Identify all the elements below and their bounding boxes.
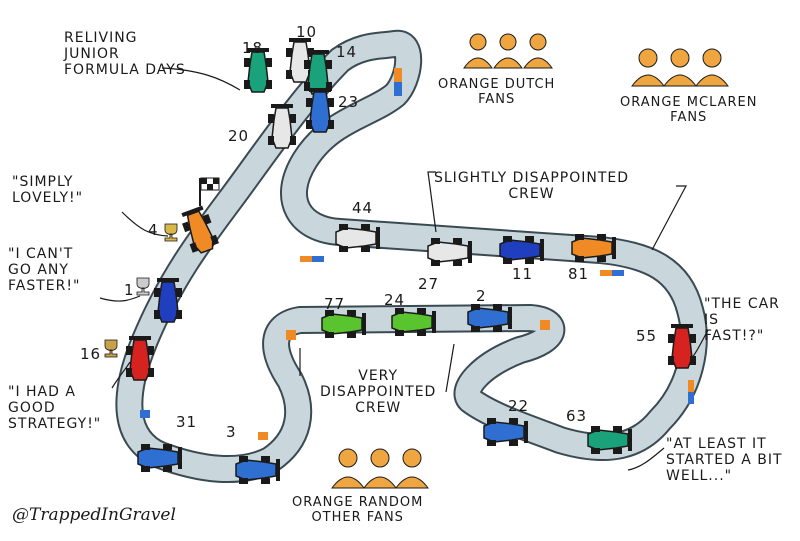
car-number-label: 16 — [80, 345, 102, 363]
fan-group-dutch — [463, 33, 553, 69]
car-number-label: 63 — [566, 407, 588, 425]
car-20 — [268, 104, 296, 149]
car-number-label: 44 — [352, 199, 374, 217]
car-77 — [321, 310, 366, 338]
car-63 — [587, 426, 632, 454]
crew-note-slightly: SLIGHTLY DISAPPOINTED CREW — [434, 170, 630, 203]
fan-group-mclaren — [631, 48, 729, 87]
car-number-label: 20 — [228, 127, 250, 145]
car-22 — [483, 418, 528, 446]
fan-label-dutch: ORANGE DUTCH FANS — [438, 77, 556, 107]
checkered-flag-icon — [199, 177, 220, 206]
title-note: RELIVING JUNIOR FORMULA DAYS — [64, 30, 186, 79]
car-number-label: 18 — [242, 39, 264, 57]
quote-car-is-fast: "THE CAR IS FAST!?" — [704, 296, 780, 345]
signature: @TrappedInGravel — [12, 505, 176, 525]
car-number-label: 77 — [324, 295, 346, 313]
car-2 — [467, 304, 512, 332]
car-11 — [499, 236, 544, 264]
car-number-label: 22 — [508, 397, 530, 415]
crew-note-very: VERY DISAPPOINTED CREW — [320, 368, 437, 417]
car-4 — [181, 205, 219, 254]
car-number-label: 23 — [338, 93, 360, 111]
car-number-label: 14 — [336, 43, 358, 61]
fan-group-other — [331, 448, 429, 489]
trophy-icon — [136, 277, 150, 296]
car-3 — [235, 456, 280, 484]
car-number-label: 31 — [176, 413, 198, 431]
fan-label-mclaren: ORANGE MCLAREN FANS — [620, 95, 758, 125]
car-16 — [126, 336, 154, 381]
trophy-icon — [104, 339, 118, 358]
car-24 — [391, 308, 436, 336]
trophy-icon — [164, 223, 178, 242]
car-number-label: 27 — [418, 275, 440, 293]
car-number-label: 4 — [148, 221, 159, 239]
car-27 — [427, 238, 472, 266]
fan-label-other: ORANGE RANDOM OTHER FANS — [292, 495, 424, 525]
car-number-label: 3 — [226, 423, 237, 441]
car-1 — [154, 278, 182, 323]
kerbs — [140, 68, 694, 440]
car-number-label: 11 — [512, 265, 534, 283]
car-55 — [668, 324, 696, 369]
car-81 — [571, 234, 616, 262]
car-31 — [137, 444, 182, 472]
quote-good-strategy: "I HAD A GOOD STRATEGY!" — [8, 384, 102, 433]
quote-started-well: "AT LEAST IT STARTED A BIT WELL..." — [666, 436, 783, 485]
car-number-label: 55 — [636, 327, 658, 345]
car-18 — [244, 48, 272, 93]
quote-cant-go-faster: "I CAN'T GO ANY FASTER!" — [8, 246, 81, 295]
car-23 — [306, 88, 334, 133]
car-44 — [335, 224, 380, 252]
quote-simply-lovely: "SIMPLY LOVELY!" — [12, 174, 84, 207]
car-number-label: 10 — [296, 23, 318, 41]
leader-lines — [99, 67, 709, 471]
car-number-label: 1 — [124, 281, 135, 299]
car-number-label: 81 — [568, 265, 590, 283]
car-number-label: 2 — [476, 287, 487, 305]
cars-layer — [126, 38, 696, 484]
car-number-label: 24 — [384, 291, 406, 309]
